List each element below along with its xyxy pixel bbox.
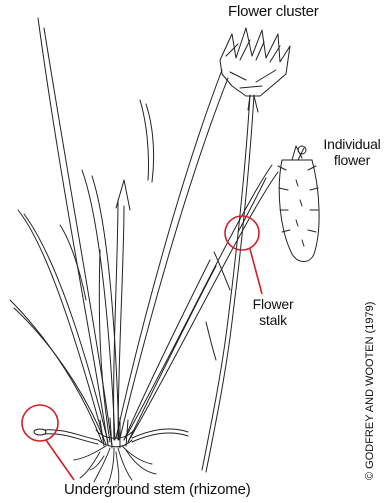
individual-flower-drawing bbox=[278, 146, 319, 262]
rhizome-callout-line bbox=[46, 440, 74, 480]
flower-stalk-label-line2: stalk bbox=[240, 312, 306, 328]
roots bbox=[74, 446, 156, 486]
individual-flower-label: Individual flower bbox=[316, 136, 388, 168]
flower-stalk-drawing bbox=[202, 95, 266, 472]
individual-flower-label-line2: flower bbox=[316, 152, 388, 168]
flower-cluster-drawing bbox=[220, 28, 290, 112]
individual-flower-label-line1: Individual bbox=[316, 136, 388, 152]
copyright-credit: © GODFREY AND WOOTEN (1979) bbox=[364, 302, 377, 480]
flower-stalk-callout-line bbox=[250, 249, 262, 294]
callouts bbox=[22, 216, 262, 480]
rhizome-callout-circle bbox=[22, 405, 58, 441]
rhizome-label: Underground stem (rhizome) bbox=[64, 482, 251, 498]
flower-stalk-label: Flower stalk bbox=[240, 296, 306, 328]
flower-cluster-label: Flower cluster bbox=[228, 4, 319, 20]
flower-stalk-label-line1: Flower bbox=[240, 296, 306, 312]
